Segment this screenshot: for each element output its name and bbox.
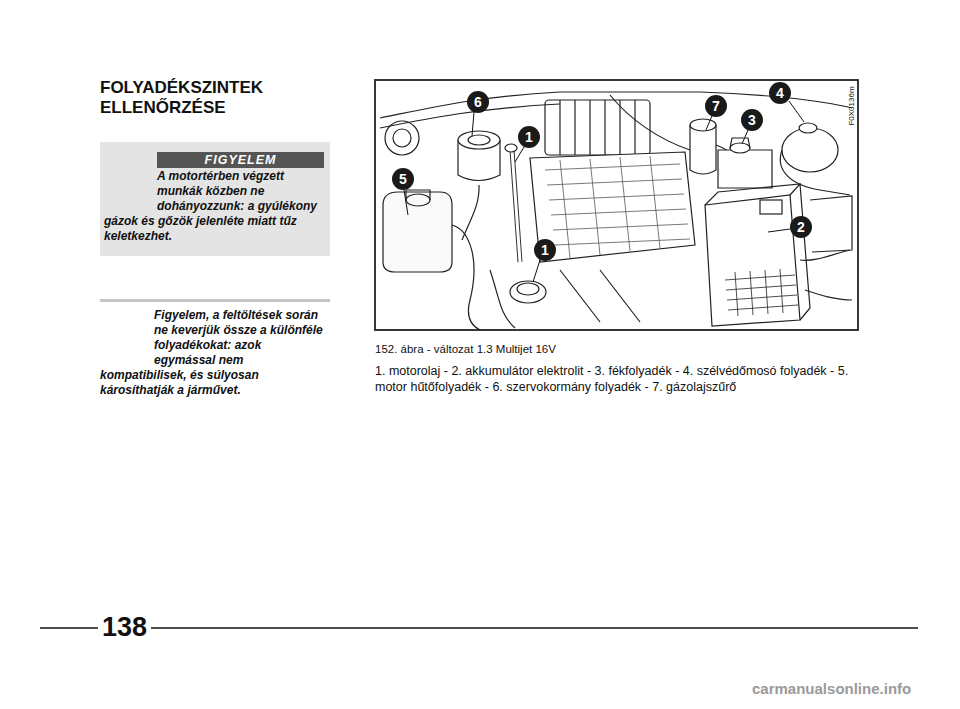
engine-illustration <box>375 80 858 330</box>
callout-number: 1 <box>534 239 556 261</box>
page-number: 138 <box>98 612 151 642</box>
icon-space <box>100 308 154 356</box>
caution-box: Figyelem, a feltöltések során ne keverjü… <box>100 299 330 406</box>
page-rule <box>40 627 918 629</box>
watermark: carmanualsonline.info <box>752 680 911 697</box>
warning-box: FIGYELEMA motortérben végzett munkák köz… <box>100 142 330 256</box>
figure-caption: 152. ábra - változat 1.3 Multijet 16V <box>375 343 556 355</box>
callout-number: 2 <box>790 216 812 238</box>
warning-heading: FIGYELEM <box>157 152 324 168</box>
callout-number: 6 <box>467 91 489 113</box>
figure-legend-text: 1. motorolaj - 2. akkumulátor elektrolit… <box>375 363 863 395</box>
callout-number: 7 <box>705 95 727 117</box>
page-title: FOLYADÉKSZINTEK ELLENŐRZÉSE <box>100 78 305 118</box>
icon-space <box>104 152 157 200</box>
callout-number: 1 <box>518 126 540 148</box>
callout-number: 4 <box>769 82 791 104</box>
warning-text: Figyelem, a feltöltések során ne keverjü… <box>100 308 324 398</box>
callout-number: 3 <box>741 109 763 131</box>
figure-code: F0X0136m <box>847 76 857 136</box>
warning-text: A motortérben végzett munkák közben ne d… <box>104 169 324 244</box>
leader-lines <box>404 101 804 282</box>
callout-number: 5 <box>392 168 414 190</box>
